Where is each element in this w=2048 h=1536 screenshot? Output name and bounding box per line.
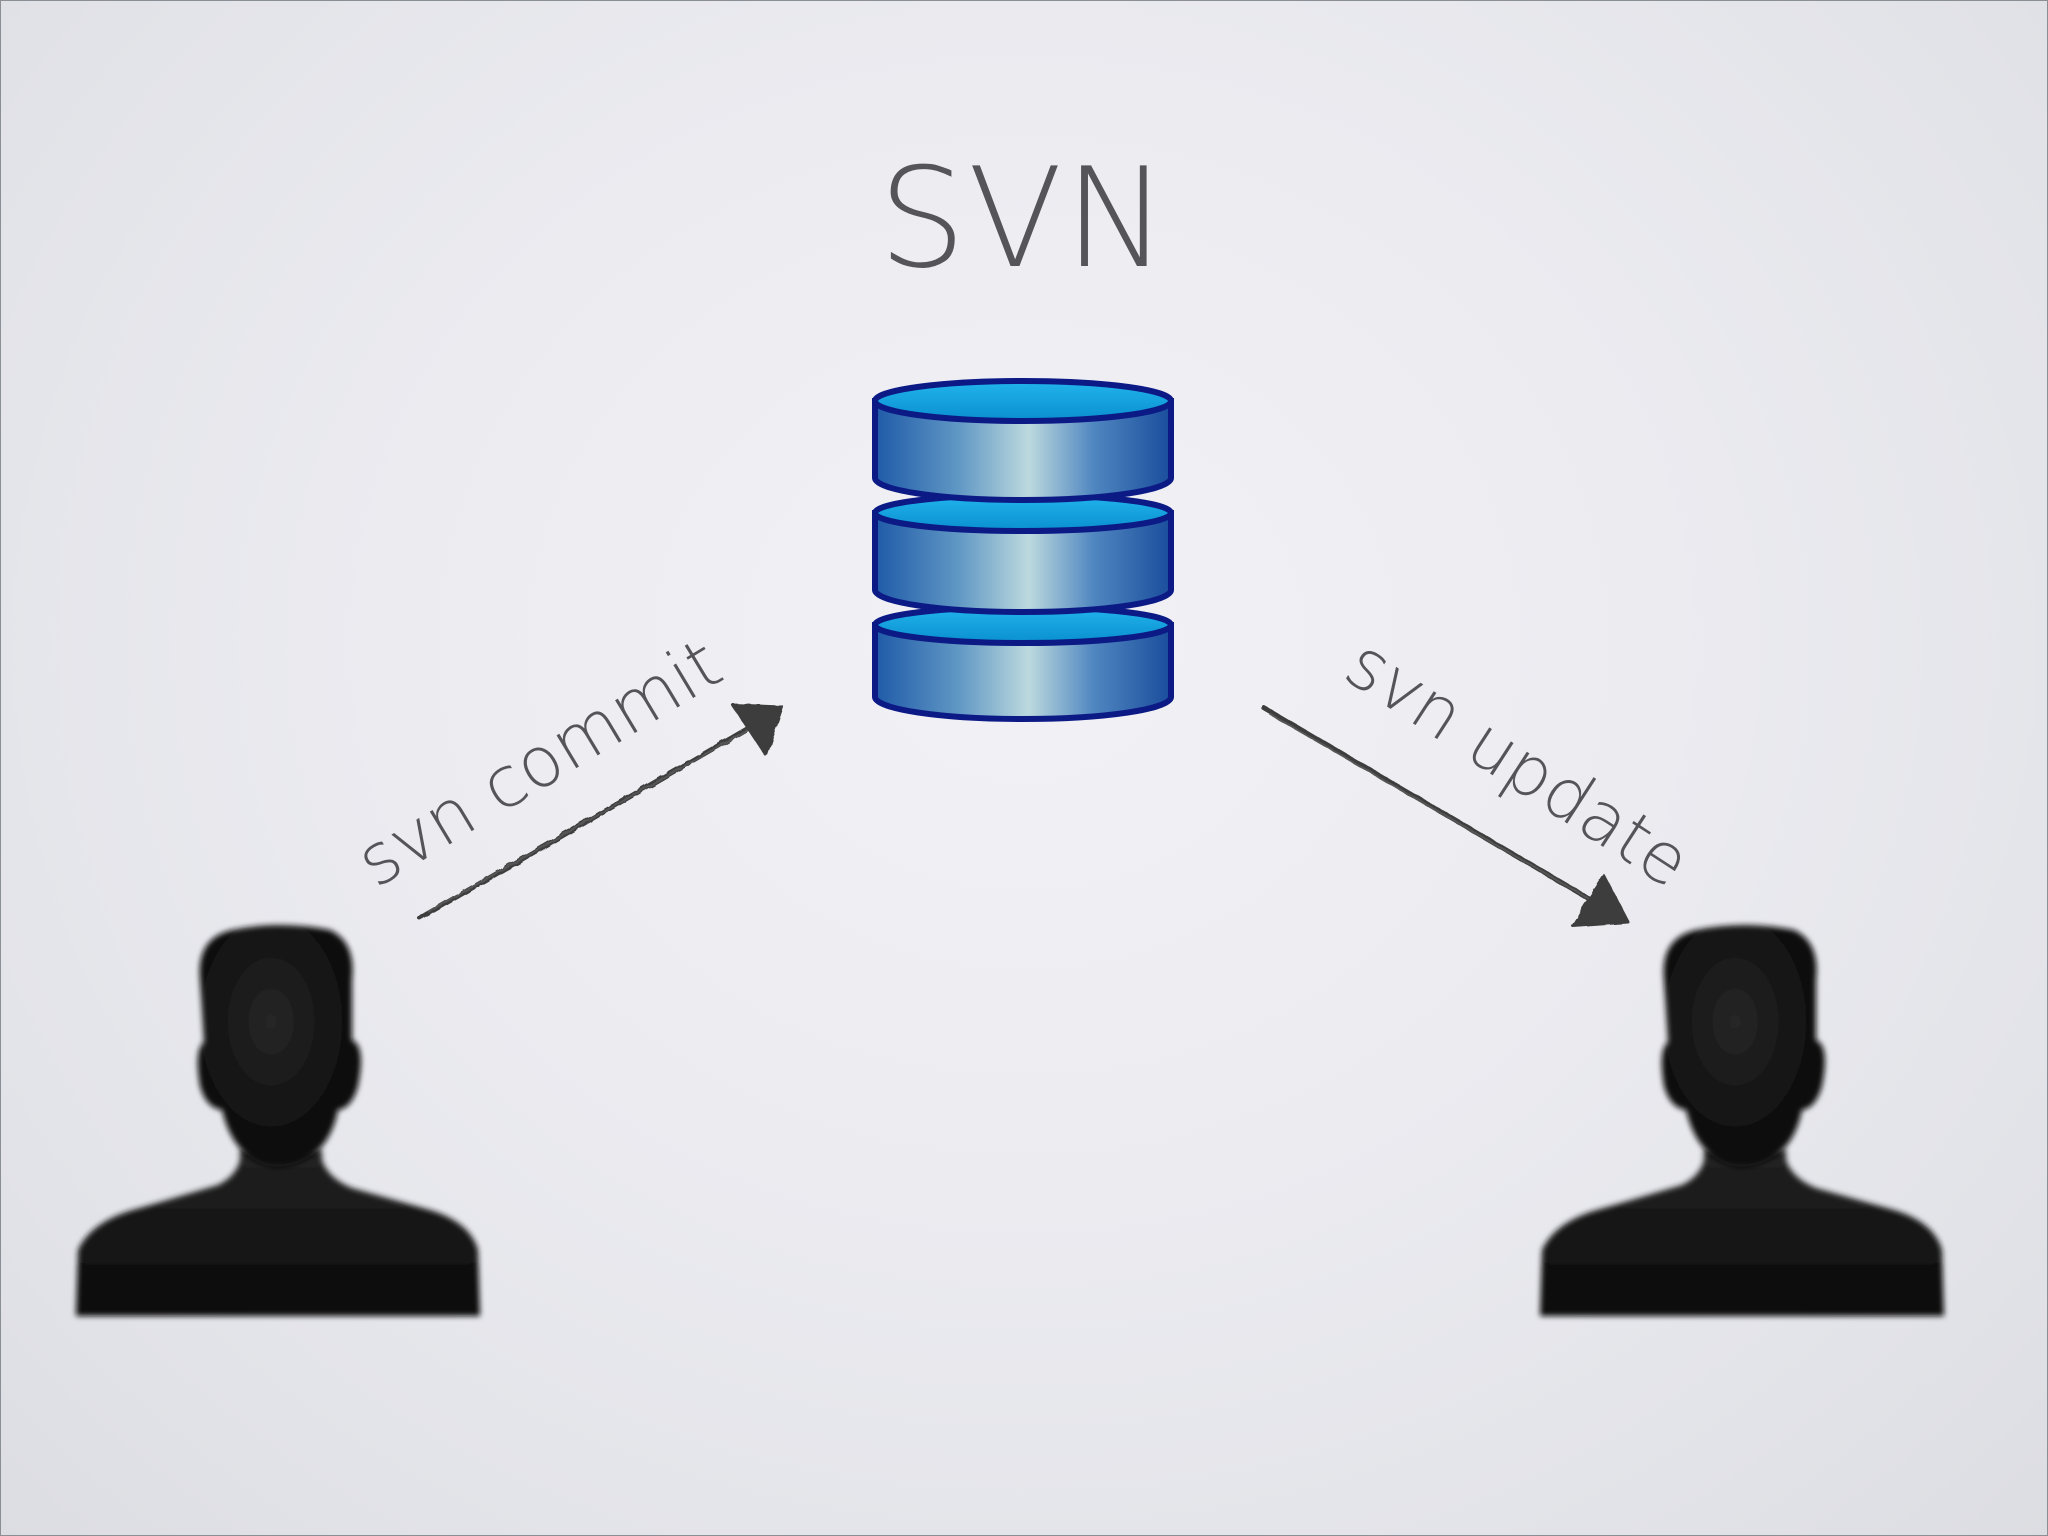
commit-arrow (417, 703, 784, 921)
slide-title: SVN (878, 138, 1170, 299)
left-user-icon (76, 925, 480, 1316)
right-user-icon (1540, 925, 1944, 1316)
update-arrow (1261, 705, 1630, 928)
database-icon (872, 378, 1174, 722)
